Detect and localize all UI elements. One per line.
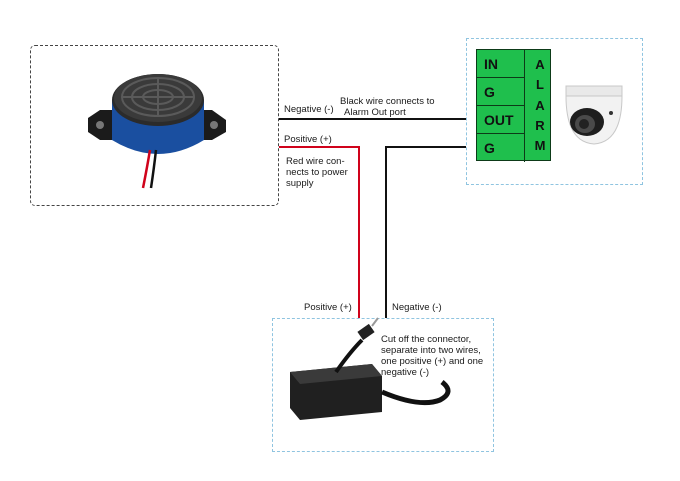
alarm-letter-2: L [536,77,544,92]
alarm-letter-4: R [535,118,545,133]
power-note-line-3: one positive (+) and one [381,356,484,367]
alarm-letter-5: M [534,138,546,153]
black-wire-note: Black wire connects to Alarm Out port [340,96,450,118]
black-wire-note-line-1: Black wire connects to [340,96,435,107]
alarm-letter-1: A [535,57,545,72]
terminal-row-out: OUT [477,106,525,134]
red-wire-note-line-1: Red wire con- [286,156,345,167]
red-wire-note-line-3: supply [286,178,314,189]
dome-camera-image [565,85,623,145]
power-supply-note: Cut off the connector, separate into two… [381,334,491,378]
buzzer-negative-label: Negative (-) [284,104,334,115]
terminal-row-g2: G [477,134,525,162]
alarm-terminal-block: IN G OUT G A L A R M [476,49,551,162]
red-wire-note-line-2: nects to power [286,167,348,178]
power-adapter-image [290,317,451,420]
terminal-row-g1: G [477,78,525,106]
red-wire-note: Red wire con- nects to power supply [286,156,348,189]
power-note-line-2: separate into two wires, [381,345,481,356]
buzzer-image [88,74,226,189]
power-note-line-1: Cut off the connector, [381,334,472,345]
negative-wire-to-power [385,146,466,318]
power-negative-label: Negative (-) [392,302,442,313]
buzzer-positive-label: Positive (+) [284,134,332,145]
alarm-letter-3: A [535,98,545,113]
power-positive-label: Positive (+) [304,302,352,313]
power-note-line-4: negative (-) [381,367,430,378]
red-wire-to-power [279,146,360,318]
black-wire-note-line-2: Alarm Out port [344,107,406,118]
terminal-row-in: IN [477,50,525,78]
